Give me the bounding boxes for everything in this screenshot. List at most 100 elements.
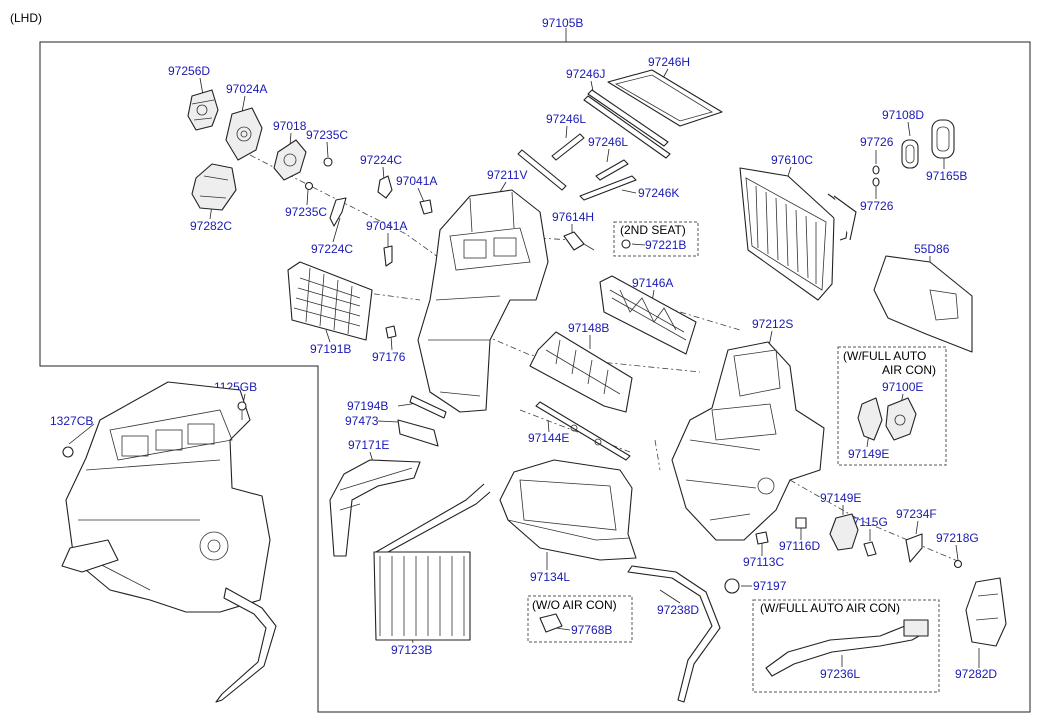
oring-97726-top: [872, 165, 880, 175]
lower-case-97134L: [499, 459, 637, 561]
callout-97726-top: 97726: [860, 135, 894, 149]
screw-97218G: [953, 559, 963, 569]
callout-97256D: 97256D: [168, 64, 210, 78]
hose-97238D: [627, 565, 721, 703]
plug-97768B: [539, 613, 563, 633]
seal-97165B: [931, 119, 955, 159]
filter-door-97191B: [287, 261, 373, 341]
callout-97116D: 97116D: [779, 539, 820, 553]
filter-frame-97246H: [607, 69, 723, 127]
evaporator-97610C: [739, 167, 857, 301]
callout-97221B: 97221B: [645, 238, 686, 252]
callout-97235C-top: 97235C: [306, 128, 348, 142]
note-full-auto-2: (W/FULL AUTO AIR CON): [760, 601, 900, 615]
callout-97018: 97018: [273, 119, 307, 133]
filter-97148B: [529, 331, 633, 413]
filter-97146A: [599, 275, 697, 355]
callout-97113C: 97113C: [743, 555, 784, 569]
oring-97726-bottom: [872, 177, 880, 187]
callout-97218G: 97218G: [936, 531, 979, 545]
actuator-97018: [273, 139, 307, 181]
duct-97171E: [329, 459, 421, 557]
callout-97235C-bottom: 97235C: [285, 205, 327, 219]
callout-97149E-box: 97149E: [848, 447, 889, 461]
case-97212S: [671, 341, 825, 541]
callout-97238D: 97238D: [657, 603, 699, 617]
callout-97224C-bottom: 97224C: [311, 242, 353, 256]
note-wo-aircon: (W/O AIR CON): [532, 598, 617, 612]
callout-97134L: 97134L: [530, 570, 570, 584]
callout-97108D: 97108D: [882, 108, 924, 122]
callout-97246K: 97246K: [638, 186, 679, 200]
callout-97282C: 97282C: [190, 219, 232, 233]
lever-97224C-bottom: [329, 197, 347, 227]
callout-97123B: 97123B: [391, 643, 432, 657]
actuator-97282C: [191, 163, 237, 211]
callout-97194B: 97194B: [347, 399, 388, 413]
full-auto-box-2: [752, 599, 940, 693]
actuator-97100E: [885, 397, 917, 441]
assembly-label: 97105B: [542, 16, 583, 30]
callout-97610C: 97610C: [771, 153, 813, 167]
screw-97235C-top: [323, 157, 333, 167]
assembled-unit: [61, 381, 277, 703]
callout-97041A-top: 97041A: [396, 174, 437, 188]
actuator-97256D: [187, 89, 219, 131]
strip-97246J: [583, 89, 671, 159]
wo-aircon-box: [527, 595, 633, 643]
grommet-97197: [724, 578, 740, 594]
callout-97024A: 97024A: [226, 82, 267, 96]
callout-97768B: 97768B: [571, 623, 612, 637]
callout-97144E: 97144E: [528, 431, 569, 445]
screw-97235C-bottom: [304, 181, 314, 191]
callout-97212S: 97212S: [752, 317, 793, 331]
link-97041A-bottom: [383, 245, 393, 267]
second-seat-box: [613, 221, 699, 257]
callout-97211V: 97211V: [487, 168, 527, 182]
callout-97246J: 97246J: [566, 67, 605, 81]
strip-97246L-left: [517, 133, 585, 191]
callout-97282D: 97282D: [955, 667, 997, 681]
duct-97282D: [965, 577, 1007, 647]
callout-97726-bottom: 97726: [860, 199, 894, 213]
sealing-97194B: [409, 395, 447, 419]
link-97115G: [863, 541, 877, 557]
callout-97176: 97176: [372, 350, 406, 364]
clip-97113C: [755, 531, 769, 545]
sensor-97116D: [795, 517, 807, 529]
callout-97236L: 97236L: [820, 667, 860, 681]
clip-97176: [385, 325, 397, 339]
callout-97148B: 97148B: [568, 321, 609, 335]
heater-core-97123B: [373, 483, 491, 641]
callout-97246L-left: 97246L: [546, 112, 586, 126]
actuator-97024A: [225, 107, 263, 161]
lever-97224C-top: [377, 175, 393, 199]
callout-97149E: 97149E: [820, 491, 861, 505]
callout-97171E: 97171E: [348, 438, 389, 452]
callout-97614H: 97614H: [552, 210, 594, 224]
clip-97221B: [621, 239, 631, 249]
callout-55D86: 55D86: [914, 242, 950, 256]
callout-97146A: 97146A: [632, 276, 673, 290]
note-full-auto-1a: (W/FULL AUTO: [843, 349, 926, 363]
strip-97246K: [579, 175, 637, 201]
case-97211V: [417, 189, 549, 413]
full-auto-box-1: [837, 346, 947, 466]
callout-97473: 97473: [345, 414, 379, 428]
callout-97191B: 97191B: [310, 342, 351, 356]
callout-97246H: 97246H: [648, 55, 690, 69]
bolt-1327CB: [62, 446, 74, 458]
callout-97224C-top: 97224C: [360, 153, 402, 167]
callout-97246L-right: 97246L: [588, 135, 628, 149]
hose-97236L: [765, 619, 929, 677]
callout-97100E: 97100E: [882, 380, 923, 394]
callout-97165B: 97165B: [926, 169, 967, 183]
sensor-97614H: [563, 231, 595, 251]
actuator-97149E-box: [857, 397, 883, 441]
note-full-auto-1b: AIR CON): [882, 363, 936, 377]
actuator-97149E: [829, 513, 859, 551]
callout-97197: 97197: [753, 579, 787, 593]
pad-97473: [397, 419, 439, 447]
rod-97144E: [535, 401, 631, 461]
callout-97041A-bottom: 97041A: [366, 219, 407, 233]
